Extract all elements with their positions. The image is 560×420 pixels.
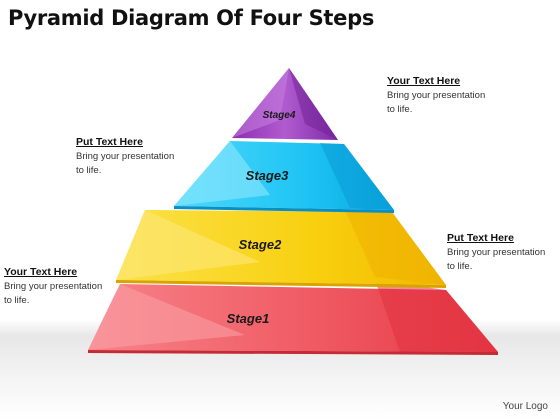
callout-lower-right: Put Text Here Bring your presentation to… [447, 231, 547, 274]
diagram-title: Pyramid Diagram Of Four Steps [8, 6, 375, 30]
stage3-label: Stage3 [246, 168, 289, 183]
stage3-layer: Stage3 [174, 141, 394, 213]
callout-body: Bring your presentation to life. [387, 90, 486, 115]
stage1-label: Stage1 [227, 311, 270, 326]
callout-body: Bring your presentation to life. [4, 281, 103, 306]
callout-heading: Put Text Here [76, 136, 143, 148]
stage2-layer: Stage2 [116, 210, 446, 288]
callout-heading: Put Text Here [447, 232, 514, 244]
logo-placeholder: Your Logo [502, 401, 548, 412]
callout-heading: Your Text Here [4, 266, 78, 278]
callout-upper-left: Put Text Here Bring your presentation to… [76, 135, 176, 178]
callout-top-right: Your Text Here Bring your presentation t… [387, 74, 487, 117]
stage2-label: Stage2 [239, 237, 282, 252]
callout-body: Bring your presentation to life. [447, 247, 546, 272]
stage4-layer: Stage4 [232, 68, 338, 140]
callout-body: Bring your presentation to life. [76, 151, 175, 176]
callout-lower-left: Your Text Here Bring your presentation t… [4, 265, 104, 308]
stage4-label: Stage4 [263, 110, 296, 121]
callout-heading: Your Text Here [387, 75, 461, 87]
stage1-layer: Stage1 [88, 280, 498, 355]
